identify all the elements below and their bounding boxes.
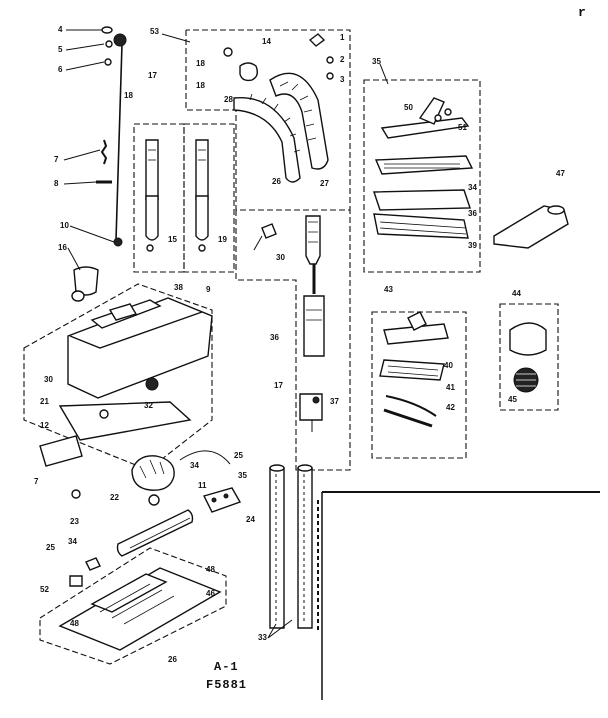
callout: 50 bbox=[404, 103, 413, 112]
callout: 36 bbox=[270, 333, 279, 342]
motor-assembly bbox=[71, 450, 231, 499]
callout: 44 bbox=[512, 289, 521, 298]
canister-body bbox=[39, 297, 213, 467]
wand-assembly bbox=[299, 215, 325, 432]
handle-column bbox=[71, 26, 127, 302]
bracket-parts bbox=[148, 487, 242, 513]
frame-wand-column bbox=[235, 210, 351, 471]
frame-handle-left bbox=[133, 123, 185, 273]
callout: 5 bbox=[58, 45, 63, 54]
callout: 51 bbox=[458, 123, 467, 132]
callout: 25 bbox=[46, 543, 55, 552]
frame-body bbox=[23, 283, 213, 471]
callout: 34 bbox=[68, 537, 77, 546]
callout: 40 bbox=[444, 361, 453, 370]
callout: 37 bbox=[330, 397, 339, 406]
callout: 16 bbox=[58, 243, 67, 252]
callout: 18 bbox=[196, 59, 205, 68]
wand-tubes bbox=[269, 464, 319, 630]
callout: 7 bbox=[54, 155, 59, 164]
callout: 18 bbox=[196, 81, 205, 90]
callout: 6 bbox=[58, 65, 63, 74]
callout: 21 bbox=[40, 397, 49, 406]
nozzle-47 bbox=[493, 205, 569, 249]
callout: 11 bbox=[198, 481, 207, 490]
callout: 3 bbox=[340, 75, 345, 84]
callout: 39 bbox=[468, 241, 477, 250]
callout: 36 bbox=[468, 209, 477, 218]
callout: 10 bbox=[60, 221, 69, 230]
callout: 1 bbox=[340, 33, 345, 42]
callout: 2 bbox=[340, 55, 345, 64]
callout: 47 bbox=[556, 169, 565, 178]
callout: 9 bbox=[206, 285, 211, 294]
figure-code-line1: A-1 bbox=[214, 660, 239, 674]
handle-tubes bbox=[145, 139, 209, 252]
figure-code-line2: F5881 bbox=[206, 678, 247, 692]
callout: 33 bbox=[258, 633, 267, 642]
frame-floor-brush bbox=[363, 79, 481, 273]
callout: 19 bbox=[218, 235, 227, 244]
leader-lines bbox=[63, 29, 389, 639]
callout: 8 bbox=[54, 179, 59, 188]
callout: 35 bbox=[238, 471, 247, 480]
callout: 23 bbox=[70, 517, 79, 526]
group-frames bbox=[23, 29, 600, 700]
callout: 52 bbox=[40, 585, 49, 594]
crevice-group bbox=[509, 322, 547, 393]
callout: 7 bbox=[34, 477, 39, 486]
callout: 30 bbox=[44, 375, 53, 384]
callout: 15 bbox=[168, 235, 177, 244]
frame-base-plate bbox=[39, 547, 227, 665]
frame-handle-right bbox=[183, 123, 235, 273]
callout: 17 bbox=[274, 381, 283, 390]
callout: 42 bbox=[446, 403, 455, 412]
upholstery-group bbox=[379, 311, 449, 428]
brush-roll bbox=[116, 509, 194, 557]
callout: 28 bbox=[224, 95, 233, 104]
callout: 35 bbox=[372, 57, 381, 66]
callout: 32 bbox=[144, 401, 153, 410]
callout: 45 bbox=[508, 395, 517, 404]
callout: 17 bbox=[148, 71, 157, 80]
callout: 24 bbox=[246, 515, 255, 524]
callout: 26 bbox=[272, 177, 281, 186]
callout: 48 bbox=[206, 565, 215, 574]
callout: 30 bbox=[276, 253, 285, 262]
connector-small bbox=[253, 223, 277, 251]
callout: 53 bbox=[150, 27, 159, 36]
callout: 12 bbox=[40, 421, 49, 430]
callout: 14 bbox=[262, 37, 271, 46]
hose-assembly bbox=[223, 33, 334, 183]
callout: 25 bbox=[234, 451, 243, 460]
callout: 4 bbox=[58, 25, 63, 34]
callout: 38 bbox=[174, 283, 183, 292]
callout: 41 bbox=[446, 383, 455, 392]
callout: 18 bbox=[124, 91, 133, 100]
callout: 43 bbox=[384, 285, 393, 294]
base-plate bbox=[58, 557, 222, 651]
floor-brush-group bbox=[373, 97, 474, 239]
callout: 22 bbox=[110, 493, 119, 502]
corner-mark: r bbox=[578, 5, 587, 20]
callout: 34 bbox=[190, 461, 199, 470]
callout: 26 bbox=[168, 655, 177, 664]
callout: 27 bbox=[320, 179, 329, 188]
frame-crevice bbox=[499, 303, 559, 411]
callout: 48 bbox=[70, 619, 79, 628]
callout: 34 bbox=[468, 183, 477, 192]
callout-labels: 4 5 6 17 53 14 18 18 1 2 3 35 18 28 50 5… bbox=[34, 25, 565, 664]
callout: 46 bbox=[206, 589, 215, 598]
